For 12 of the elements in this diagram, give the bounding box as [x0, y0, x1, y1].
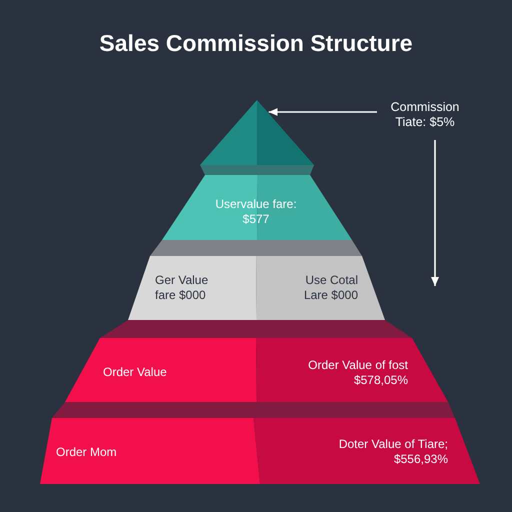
arrow [431, 140, 439, 286]
tier-label: Order Value [103, 365, 168, 380]
title: Sales Commission Structure [98, 30, 414, 57]
apex-triangle [200, 100, 314, 165]
tier-label: Order Mom [56, 445, 118, 460]
tier-label: Doter Value of Tiare; $556,93% [338, 437, 448, 467]
tier-label: Use Cotal Lare $000 [302, 273, 358, 303]
tier-label: Ger Value fare $000 [155, 273, 210, 303]
tier-label: Uservalue fare: $577 [214, 197, 298, 227]
leader-arrow [268, 108, 377, 116]
callout-text: Commission Tiate: $5% [390, 100, 460, 130]
tier-label: Order Value of fost $578,05% [307, 358, 408, 388]
